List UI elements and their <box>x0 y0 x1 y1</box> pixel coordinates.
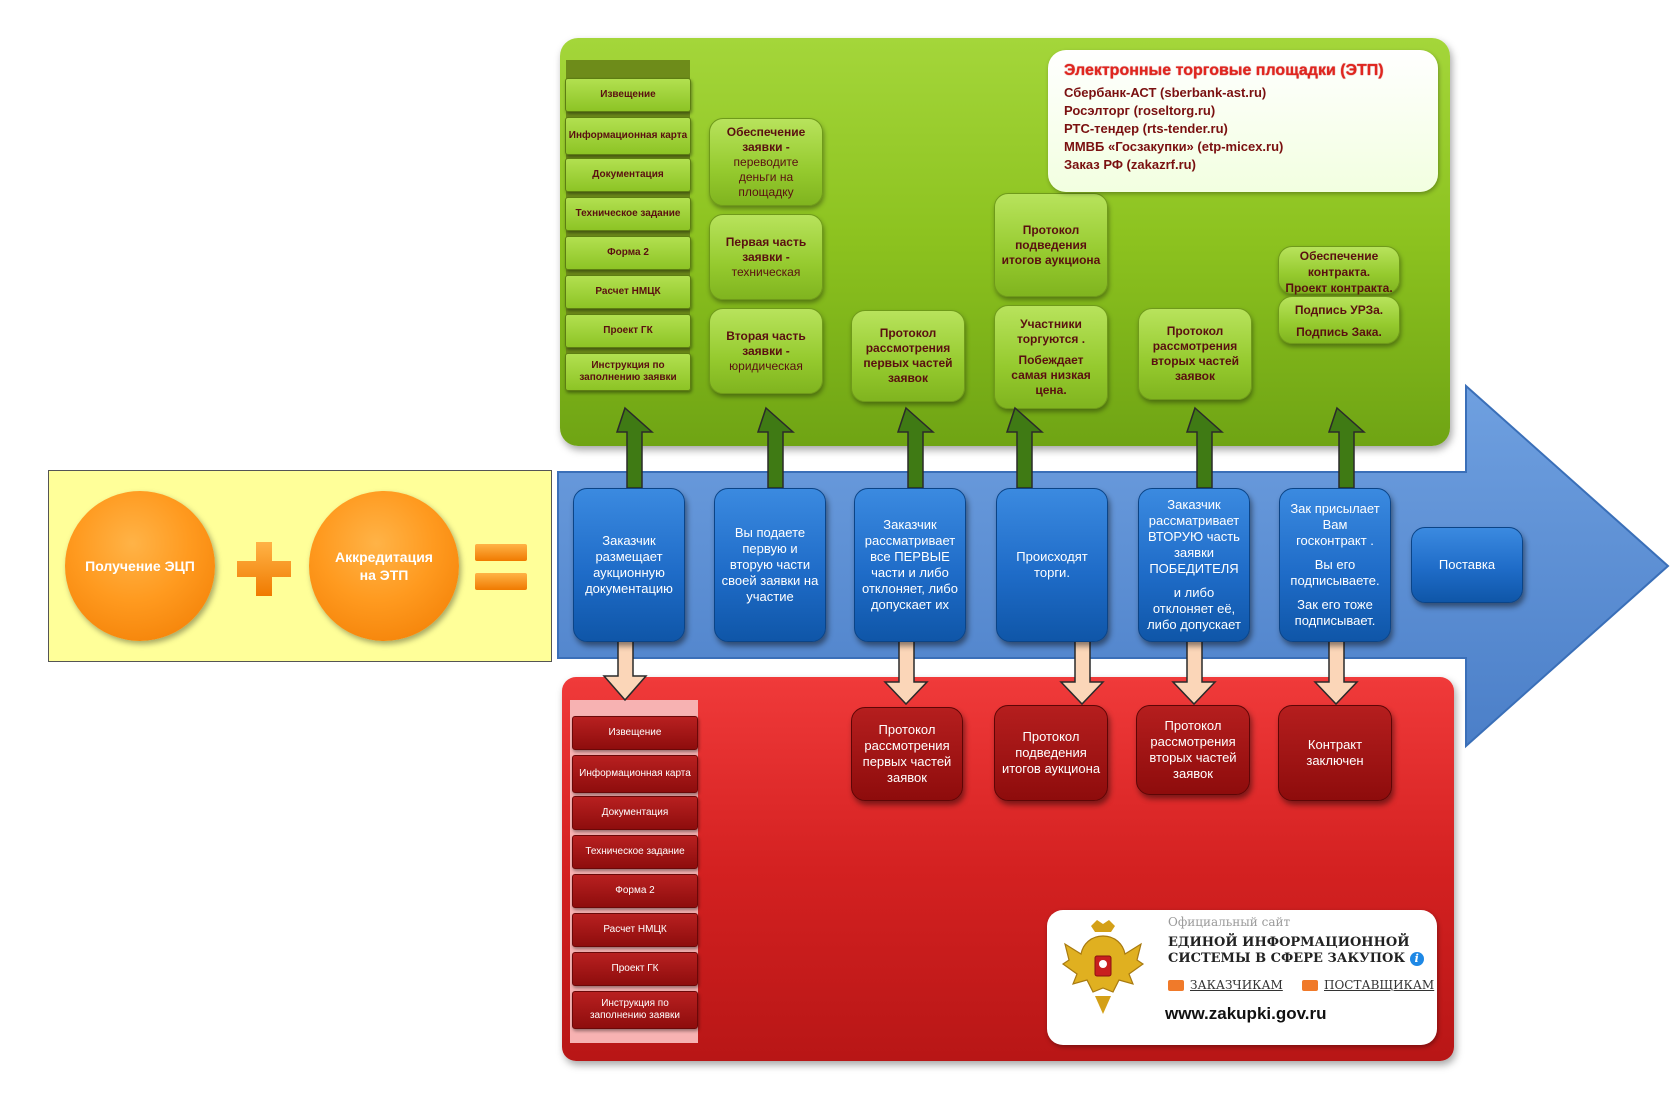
etp-item: Росэлторг (roseltorg.ru) <box>1064 103 1216 118</box>
equals-icon <box>475 544 527 590</box>
eis-doc-item: Техническое задание <box>572 835 698 869</box>
accreditation-label: Аккредитация на ЭТП <box>335 549 433 583</box>
info-icon[interactable]: i <box>1409 951 1424 966</box>
green-protocol-results-card: Протокол подведения итогов аукциона <box>994 193 1108 297</box>
step6-text-a: Зак присылает Вам госконтракт . <box>1290 501 1380 548</box>
part2-sub: юридическая <box>729 358 803 373</box>
zakupki-banner[interactable]: Официальный сайт ЕДИНОЙ ИНФОРМАЦИОННОЙ С… <box>1047 910 1437 1045</box>
etp-item: РТС-тендер (rts-tender.ru) <box>1064 121 1228 136</box>
step-auction: Происходят торги. <box>996 488 1108 642</box>
step-sign-contract: Зак присылает Вам госконтракт . Вы его п… <box>1279 488 1391 642</box>
eis-doc-item: Информационная карта <box>572 755 698 793</box>
customers-link[interactable]: ЗАКАЗЧИКАМ <box>1168 978 1283 992</box>
participants-line1: Участники торгуются . <box>1016 316 1086 346</box>
step5-text-a: Заказчик рассматривает ВТОРУЮ часть заяв… <box>1148 497 1240 576</box>
step5-text-b: и либо отклоняет её, либо допускает <box>1147 585 1241 632</box>
part1-card: Первая часть заявки - техническая <box>709 214 823 300</box>
deposit-title: Обеспечение заявки - <box>726 124 806 154</box>
eis-doc-item: Документация <box>572 796 698 830</box>
contract-step-3: Подпись УРЗа. <box>1294 303 1384 317</box>
green-protocol-first-card: Протокол рассмотрения первых частей заяв… <box>851 310 965 402</box>
step-delivery: Поставка <box>1411 527 1523 603</box>
eis-doc-item: Инструкция по заполнению заявки <box>572 991 698 1029</box>
green-protocol-second-card: Протокол рассмотрения вторых частей заяв… <box>1138 308 1252 400</box>
green-protocol-first: Протокол рассмотрения первых частей заяв… <box>863 326 953 385</box>
doc-item: Форма 2 <box>565 236 691 270</box>
doc-item: Расчет НМЦК <box>565 275 691 309</box>
green-protocol-second: Протокол рассмотрения вторых частей заяв… <box>1150 324 1240 383</box>
step6-text-b: Вы его подписываете. <box>1290 557 1380 588</box>
red-protocol-first-card: Протокол рассмотрения первых частей заяв… <box>851 707 963 801</box>
red-protocol-second: Протокол рассмотрения вторых частей заяв… <box>1149 718 1237 781</box>
doc-item: Проект ГК <box>565 314 691 348</box>
eis-title-line1: ЕДИНОЙ ИНФОРМАЦИОННОЙ <box>1168 935 1410 950</box>
briefcase-icon <box>1168 979 1184 991</box>
step-review-second-part: Заказчик рассматривает ВТОРУЮ часть заяв… <box>1138 488 1250 642</box>
suppliers-link[interactable]: ПОСТАВЩИКАМ <box>1302 978 1434 992</box>
deposit-card: Обеспечение заявки - переводите деньги н… <box>709 118 823 206</box>
eis-doc-item: Расчет НМЦК <box>572 913 698 947</box>
eis-title: ЕДИНОЙ ИНФОРМАЦИОННОЙ СИСТЕМЫ В СФЕРЕ ЗА… <box>1168 935 1424 967</box>
step4-text: Происходят торги. <box>1016 549 1088 580</box>
contract-card-top <box>1278 246 1400 294</box>
plus-icon <box>237 542 291 596</box>
step7-text: Поставка <box>1438 557 1496 572</box>
etp-item: Заказ РФ (zakazrf.ru) <box>1064 157 1196 172</box>
doc-item: Информационная карта <box>565 117 691 155</box>
part2-card: Вторая часть заявки - юридическая <box>709 308 823 394</box>
step6-text-c: Зак его тоже подписывает. <box>1294 597 1376 628</box>
doc-item: Извещение <box>565 78 691 112</box>
part1-title: Первая часть заявки - <box>725 234 807 264</box>
part2-title: Вторая часть заявки - <box>726 328 806 358</box>
deposit-sub: переводите деньги на площадку <box>733 154 799 199</box>
step-review-first-parts: Заказчик рассматривает все ПЕРВЫЕ части … <box>854 488 966 642</box>
official-site-label: Официальный сайт <box>1168 915 1291 929</box>
contract-step-2: Проект контракта. <box>1285 281 1393 295</box>
russian-eagle-icon <box>1061 920 1145 1014</box>
briefcase-icon <box>1302 979 1318 991</box>
contract-steps: Обеспечение контракта. Проект контракта.… <box>1278 248 1400 340</box>
process-arrow <box>557 383 1670 749</box>
eis-doc-item: Извещение <box>572 716 698 750</box>
doc-item: Документация <box>565 158 691 192</box>
step1-text: Заказчик размещает аукционную документац… <box>585 533 673 596</box>
green-protocol-results: Протокол подведения итогов аукциона <box>1001 222 1101 267</box>
prerequisites-panel: Получение ЭЦП Аккредитация на ЭТП <box>48 470 552 662</box>
step2-text: Вы подаете первую и вторую части своей з… <box>721 525 819 604</box>
part1-sub: техническая <box>731 264 801 279</box>
red-protocol-results-card: Протокол подведения итогов аукциона <box>994 705 1108 801</box>
red-protocol-second-card: Протокол рассмотрения вторых частей заяв… <box>1136 705 1250 795</box>
accreditation-circle: Аккредитация на ЭТП <box>309 491 459 641</box>
eis-doc-item: Форма 2 <box>572 874 698 908</box>
participants-line2: Побеждает самая низкая цена. <box>1011 352 1091 397</box>
red-protocol-first: Протокол рассмотрения первых частей заяв… <box>862 722 952 785</box>
contract-step-1: Обеспечение контракта. <box>1299 249 1379 279</box>
etp-item: ММВБ «Госзакупки» (etp-micex.ru) <box>1064 139 1284 154</box>
etp-title: Электронные торговые площадки (ЭТП) <box>1064 62 1384 79</box>
contract-concluded: Контракт заключен <box>1306 737 1364 768</box>
contract-step-4: Подпись Зака. <box>1296 325 1382 339</box>
doc-item: Техническое задание <box>565 197 691 231</box>
step3-text: Заказчик рассматривает все ПЕРВЫЕ части … <box>862 517 958 612</box>
eis-doc-item: Проект ГК <box>572 952 698 986</box>
step-publish-docs: Заказчик размещает аукционную документац… <box>573 488 685 642</box>
eis-title-line2: СИСТЕМЫ В СФЕРЕ ЗАКУПОК i <box>1168 951 1424 967</box>
ecp-label: Получение ЭЦП <box>85 558 195 574</box>
contract-concluded-card: Контракт заключен <box>1278 705 1392 801</box>
participants-card: Участники торгуются . Побеждает самая ни… <box>994 305 1108 409</box>
contract-card-bottom <box>1278 296 1400 344</box>
zakupki-url[interactable]: www.zakupki.gov.ru <box>1165 1004 1327 1023</box>
step-submit-application: Вы подаете первую и вторую части своей з… <box>714 488 826 642</box>
red-protocol-results: Протокол подведения итогов аукциона <box>1001 729 1101 776</box>
doc-item: Инструкция по заполнению заявки <box>565 353 691 391</box>
ecp-circle: Получение ЭЦП <box>65 491 215 641</box>
etp-item: Сбербанк-АСТ (sberbank-ast.ru) <box>1064 85 1267 100</box>
etp-list-box: Электронные торговые площадки (ЭТП) Сбер… <box>1048 50 1438 192</box>
